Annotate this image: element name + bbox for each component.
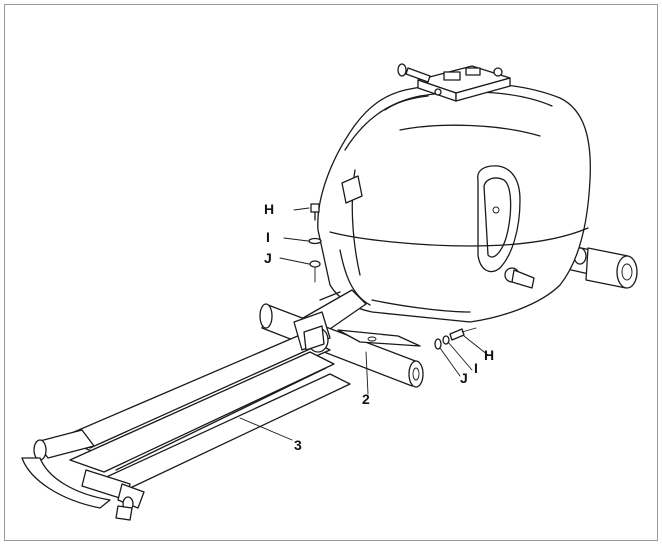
label-part-3: 3 <box>294 437 302 453</box>
label-nut-top: J <box>264 250 272 266</box>
label-part-2: 2 <box>362 391 370 407</box>
part-3-leader <box>239 417 293 441</box>
label-washer-top: I <box>266 229 270 245</box>
label-nut-right: J <box>460 370 468 386</box>
label-bolt-right: H <box>484 347 494 363</box>
part-2-leader <box>365 351 369 395</box>
main-housing <box>317 82 591 323</box>
hardware-top <box>279 203 322 283</box>
label-bolt-top: H <box>264 201 274 217</box>
rail-assembly <box>21 311 351 521</box>
label-washer-right: I <box>474 360 478 376</box>
top-mount <box>397 63 511 102</box>
hardware-right <box>434 327 489 377</box>
